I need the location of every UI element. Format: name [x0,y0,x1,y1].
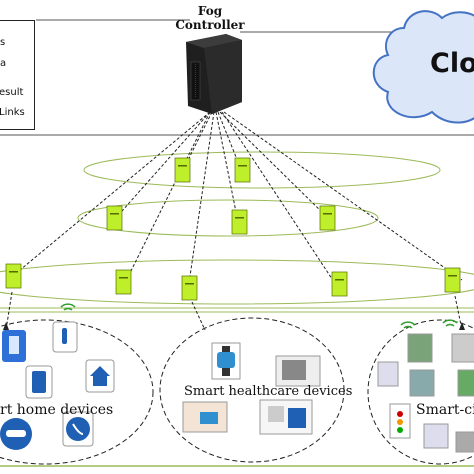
home-devices-label: rt home devices [0,402,114,418]
fog-node-details [9,165,457,285]
healthcare-devices-label: Smart healthcare devices [184,384,353,399]
smart-vehicle-icon [423,423,449,449]
fog-node-icon [231,209,248,235]
fog-node-icon [5,263,22,289]
legend-item: s [0,37,6,48]
smart-transport-icon [455,431,474,453]
fog-controller-label-line2: Controller [175,18,245,32]
wearable-monitor-icon [282,360,306,380]
cloud-icon [372,10,474,124]
smart-phone-call-icon [66,417,90,441]
healthcare-devices-group [159,317,345,463]
arrowhead-city [459,322,465,330]
fog-controller-label: Fog Controller [160,4,260,32]
fog-controller-icon [186,34,242,114]
legend-item: s [0,129,5,130]
controller-links [13,111,463,291]
fog-node-icon [331,271,348,297]
smart-grid-icon [457,369,474,397]
smart-parking-icon [451,333,474,363]
fog-layer-ellipse-3 [0,259,474,305]
home-devices-group [0,319,154,465]
wifi-icons [60,303,458,329]
blood-pressure-monitor-icon [268,406,284,422]
crowd-sensing-icon [409,369,435,397]
smart-meter-icon [377,361,399,387]
fog-node-icon [234,157,251,183]
legend-item: a [0,58,7,69]
fog-node-icon [174,157,191,183]
cloud-label: Clo [430,48,474,79]
fog-controller-label-line1: Fog [197,4,223,18]
smart-watch-icon [217,352,235,368]
smart-home-icon [90,366,110,386]
city-device-icons [377,333,474,453]
fog-layer-ellipse-1 [83,151,441,189]
fog-node-icon [319,205,336,231]
fog-node-icon [181,275,198,301]
city-devices-label: Smart-cit [416,402,474,418]
fog-layer-ellipse-2 [77,199,379,237]
city-devices-group [367,319,474,465]
fog-node-icon [106,205,123,231]
fog-node-icon [115,269,132,295]
thermometer-icon [62,328,67,344]
health-device-icons [182,342,321,435]
edge-links [5,291,463,331]
home-device-icons [0,321,115,450]
legend-item: Links [0,107,25,118]
legend-item: esult [0,87,24,98]
fog-nodes [5,157,461,301]
tablet-icon [32,371,46,393]
smart-building-icon [407,333,433,363]
arrowhead-home [3,322,9,330]
fog-node-icon [444,267,461,293]
pulse-oximeter-icon [200,412,218,424]
legend-box: s a esult Links s [0,20,35,130]
